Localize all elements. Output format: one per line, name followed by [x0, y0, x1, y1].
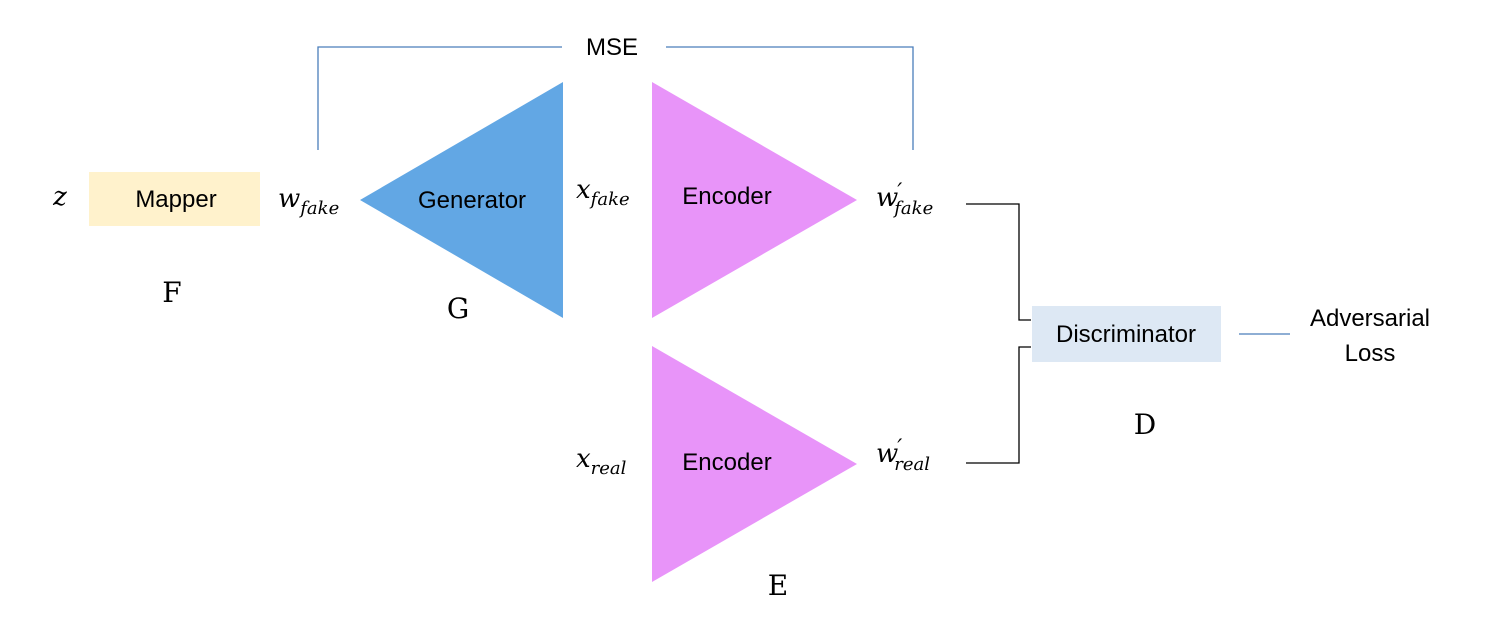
- encoder-fake-block: Encoder: [652, 82, 857, 318]
- fake-to-discriminator-line: [966, 203, 1031, 321]
- x-fake-subscript: fake: [589, 189, 630, 210]
- w-real-prime-label: w′real: [876, 436, 930, 475]
- w-real-prime-base: w: [876, 439, 898, 469]
- x-real-label: xreal: [576, 444, 627, 479]
- adversarial-loss-line1: Adversarial: [1310, 305, 1430, 332]
- x-fake-label: xfake: [576, 175, 630, 210]
- encoder-fake-label: Encoder: [682, 183, 771, 210]
- mse-connector: MSE: [317, 34, 914, 150]
- encoder-letter-e: E: [768, 569, 788, 602]
- w-fake-base: w: [278, 184, 300, 214]
- x-fake-base: x: [576, 175, 591, 205]
- discriminator-box: [1032, 306, 1221, 362]
- real-to-discriminator-line: [966, 346, 1031, 464]
- x-real-subscript: real: [591, 458, 627, 479]
- discriminator-letter-d: D: [1134, 408, 1156, 441]
- mapper-label: Mapper: [135, 186, 216, 213]
- mapper-letter-f: F: [162, 276, 181, 309]
- generator-letter-g: G: [447, 292, 469, 325]
- adversarial-loss-label: Adversarial Loss: [1310, 305, 1430, 367]
- generator-triangle: [360, 82, 563, 318]
- x-real-base: x: [576, 444, 591, 474]
- encoder-real-block: Encoder: [652, 346, 857, 582]
- w-real-prime-subscript: real: [894, 454, 930, 475]
- w-fake-subscript: fake: [298, 198, 339, 219]
- mse-label: MSE: [586, 34, 638, 61]
- encoder-real-label: Encoder: [682, 449, 771, 476]
- w-real-prime-mark: ′: [897, 436, 902, 461]
- w-fake-prime-mark: ′: [897, 180, 902, 205]
- encoder-fake-triangle: [652, 82, 857, 318]
- discriminator-connectors: [966, 203, 1031, 464]
- mse-left-bracket: [317, 46, 562, 150]
- w-fake-label: wfake: [278, 184, 339, 219]
- mse-right-bracket: [666, 46, 914, 150]
- adversarial-loss-line2: Loss: [1345, 340, 1396, 367]
- mapper-block: Mapper: [89, 172, 260, 226]
- w-fake-prime-base: w: [876, 183, 898, 213]
- encoder-real-triangle: [652, 346, 857, 582]
- generator-block: Generator: [360, 82, 563, 318]
- generator-label: Generator: [418, 187, 526, 214]
- z-latent-label: z: [52, 182, 67, 212]
- w-fake-prime-subscript: fake: [892, 198, 933, 219]
- discriminator-label: Discriminator: [1056, 321, 1196, 348]
- mapper-box: [89, 172, 260, 226]
- discriminator-block: Discriminator: [1032, 306, 1221, 362]
- w-fake-prime-label: w′fake: [876, 180, 933, 219]
